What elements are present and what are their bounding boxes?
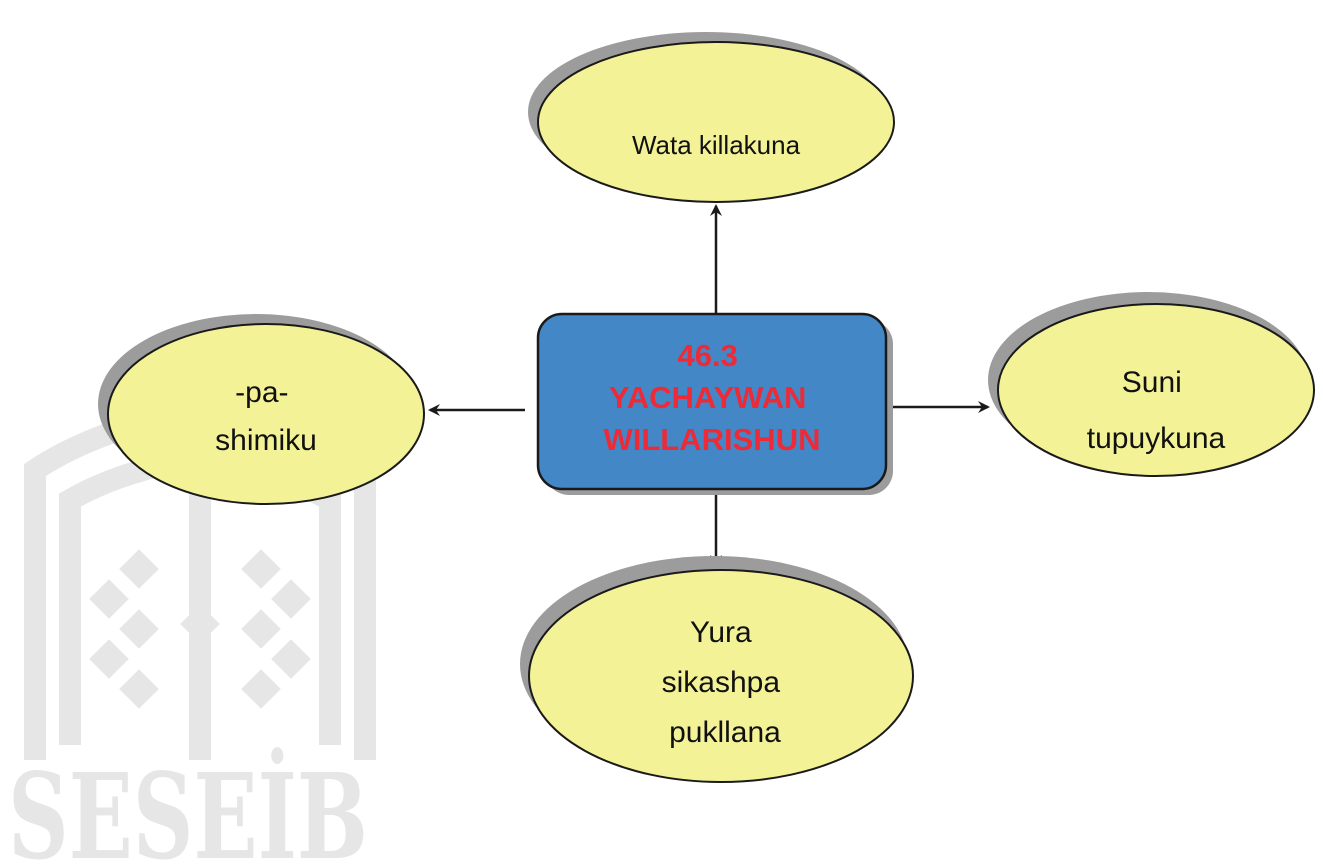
svg-text:46.3 YACHAYWAN WIL: 46.3 YACHAYWAN WILLARISHUN <box>604 338 821 457</box>
center-title-line-2: YACHAYWAN <box>609 380 807 415</box>
node-left-line-1: -pa- <box>235 376 288 409</box>
node-left-ellipse <box>107 323 425 505</box>
connectors <box>428 204 990 567</box>
node-bottom-line-2: sikashpa <box>662 666 781 699</box>
watermark-logo: SESEİB <box>8 398 376 865</box>
node-right-line-1: Suni <box>1122 366 1182 399</box>
svg-text:-pa- shimiku: -pa- shimiku <box>215 376 317 457</box>
center-node: 46.3 YACHAYWAN WILLARISHUN <box>536 312 893 495</box>
node-right-line-2: tupuykuna <box>1087 422 1226 455</box>
node-right: Suni tupuykuna <box>988 292 1315 477</box>
watermark-text: SESEİB <box>8 747 368 865</box>
node-left: -pa- shimiku <box>98 314 425 505</box>
svg-text:Suni tupuykuna: Suni tupuykuna <box>1087 366 1226 455</box>
center-node-box <box>536 312 888 491</box>
node-top-label: Wata killakuna <box>632 130 801 160</box>
node-top: Wata killakuna <box>528 32 895 203</box>
center-title-line-3: WILLARISHUN <box>604 422 821 457</box>
node-bottom: Yura sikashpa pukllana <box>520 556 914 783</box>
svg-text:Wata killakuna: Wata killakuna <box>632 130 801 160</box>
node-bottom-ellipse <box>528 569 914 783</box>
node-top-ellipse <box>537 41 895 203</box>
diamond-pattern <box>89 549 311 709</box>
svg-text:Yura sikashpa pukl: Yura sikashpa pukllana <box>662 616 789 749</box>
node-bottom-line-1: Yura <box>690 616 752 649</box>
node-right-ellipse <box>997 303 1315 477</box>
center-title-line-1: 46.3 <box>678 338 738 373</box>
node-left-line-2: shimiku <box>215 424 317 457</box>
node-bottom-line-3: pukllana <box>669 716 781 749</box>
